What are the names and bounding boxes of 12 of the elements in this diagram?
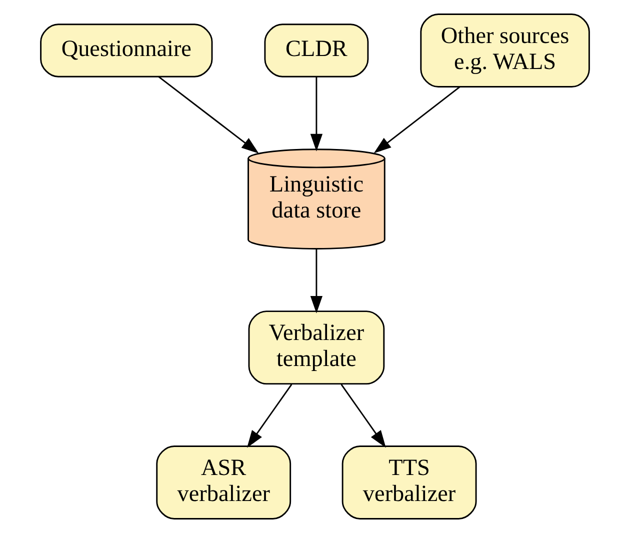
arrow xyxy=(340,384,386,448)
node-box: CLDR xyxy=(264,24,368,78)
node-box: ASR verbalizer xyxy=(156,445,291,520)
arrow xyxy=(310,76,322,152)
arrow xyxy=(158,76,258,154)
arrow xyxy=(246,384,292,448)
node-box: Verbalizer template xyxy=(248,310,384,385)
node-box: Questionnaire xyxy=(40,24,212,78)
arrow xyxy=(310,248,322,314)
arrow xyxy=(373,86,460,154)
node-box: Other sources e.g. WALS xyxy=(420,14,590,88)
node-box: TTS verbalizer xyxy=(341,445,476,520)
